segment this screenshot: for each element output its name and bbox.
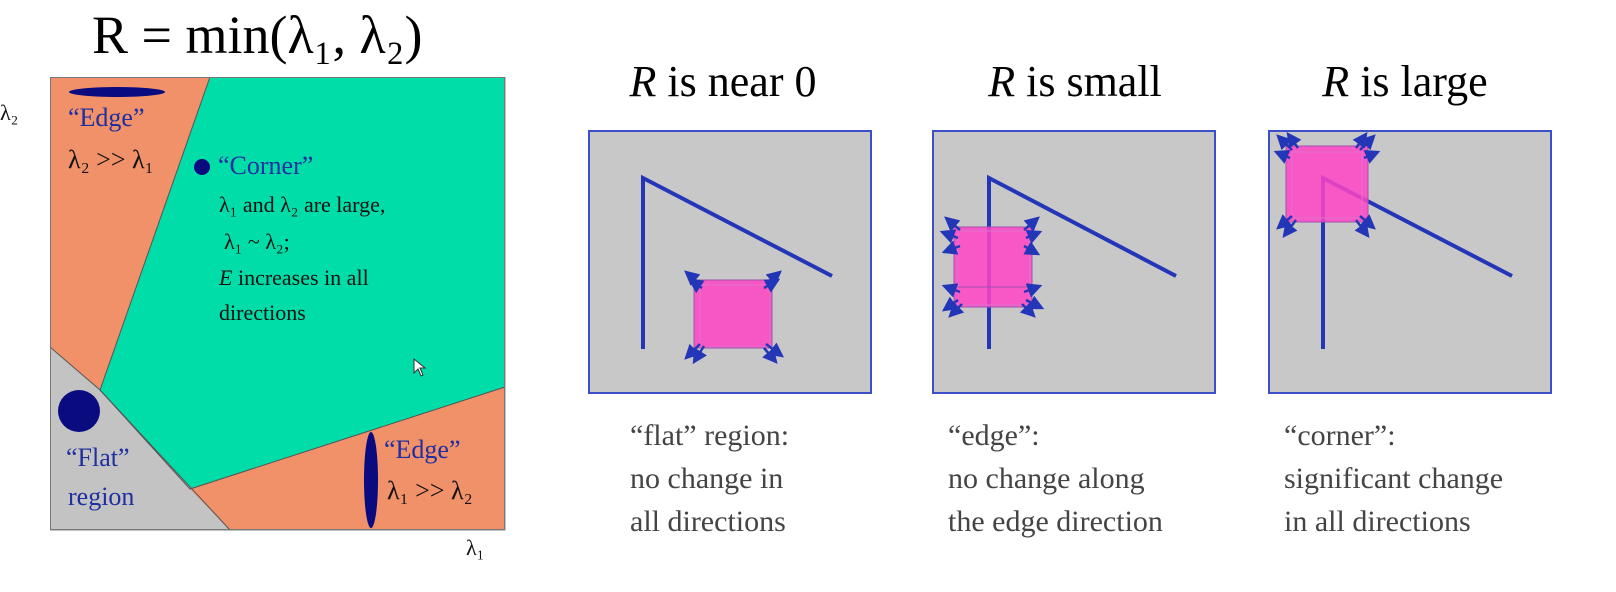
panel-caption-corner: “corner”: significant change in all dire…	[1284, 419, 1504, 538]
corner-line-4: directions	[219, 300, 306, 325]
edge-top-region-shape	[50, 77, 210, 390]
panel-corner	[1268, 130, 1552, 394]
corner-line-1: λ₁ and λ₂ are large,	[219, 192, 386, 217]
edge-bottom-region-shape	[190, 387, 505, 530]
panel-caption-edge: “edge”: no change along the edge directi…	[948, 419, 1163, 538]
large-circle	[58, 390, 100, 432]
flat-label-line-1: “Flat”	[66, 443, 130, 472]
horizontal-ellipse	[69, 87, 165, 97]
edge-bottom-relation: λ₁ >> λ₂	[387, 476, 473, 505]
mouse-cursor-icon	[413, 358, 427, 377]
panel-caption-flat: “flat” region: no change in all directio…	[630, 419, 790, 538]
edge-top-relation: λ₂ >> λ₁	[68, 145, 154, 174]
flat-region-shape	[50, 347, 230, 530]
y-axis-label: λ₂	[0, 100, 19, 125]
corner-line-3: E increases in all	[219, 265, 369, 290]
panel-title-small: R is small	[988, 57, 1162, 106]
panel-flat	[588, 130, 872, 394]
formula-title: R = min(λ₁, λ₂)	[92, 5, 423, 65]
x-axis-label: λ₁	[466, 535, 485, 560]
shape-lines	[641, 174, 833, 349]
eigenvalue-region-diagram: “Edge” λ₂ >> λ₁ “Corner” λ₁ and λ₂ are l…	[50, 77, 506, 532]
corner-label: “Corner”	[218, 151, 314, 180]
flat-label-line-2: region	[68, 482, 135, 511]
panel-edge	[932, 130, 1216, 394]
edge-bottom-label: “Edge”	[384, 435, 461, 464]
panel-title-near-zero: R is near 0	[629, 57, 817, 106]
region-shapes	[50, 77, 506, 531]
small-circle	[194, 159, 210, 175]
vertical-ellipse	[364, 432, 378, 528]
panel-title-large: R is large	[1322, 57, 1488, 106]
edge-top-label: “Edge”	[68, 103, 145, 132]
corner-line-2: λ₁ ~ λ₂;	[224, 229, 290, 254]
